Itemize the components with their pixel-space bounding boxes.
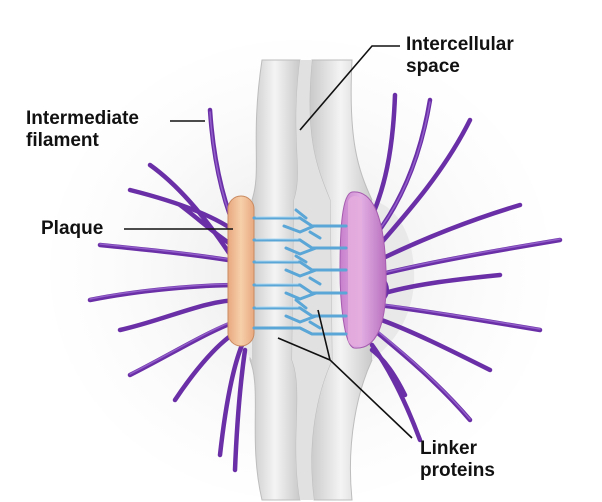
label-plaque-text: Plaque — [41, 218, 104, 239]
label-intermediate-filament-line1: Intermediate — [26, 108, 139, 129]
label-intercellular-space-line1: Intercellular — [406, 34, 514, 55]
label-intercellular-space: Intercellular space — [406, 34, 514, 78]
leader-lines — [124, 45, 413, 439]
label-linker-proteins-line2: proteins — [420, 460, 495, 481]
linker-proteins-shine — [255, 216, 299, 308]
leader-linker-proteins-b — [277, 337, 331, 361]
linker-proteins — [252, 208, 348, 336]
plaque-right-face — [348, 196, 362, 346]
label-linker-proteins: Linker proteins — [420, 438, 495, 482]
label-intermediate-filament-line2: filament — [26, 130, 99, 151]
leader-intercellular-space — [299, 45, 400, 131]
label-intercellular-space-line2: space — [406, 56, 460, 77]
label-linker-proteins-line1: Linker — [420, 438, 478, 459]
label-plaque: Plaque — [41, 218, 103, 240]
intermediate-filaments-right-highlight — [372, 101, 561, 420]
label-intermediate-filament: Intermediate filament — [26, 108, 139, 152]
plaque-left — [227, 195, 255, 347]
membrane-left — [249, 59, 301, 501]
